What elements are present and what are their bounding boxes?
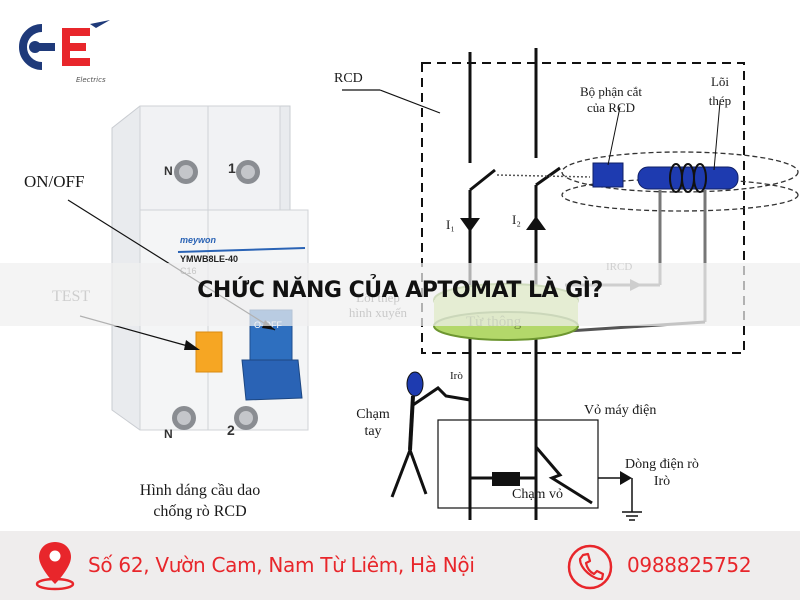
terminal-bottom-left-label: N: [164, 427, 173, 441]
leak-line-2: Irò: [653, 474, 671, 489]
logo: Electrics: [12, 18, 112, 88]
device-caption: Hình dáng cầu dao chống rò RCD: [100, 480, 300, 522]
touch-line-1: Chạm: [356, 407, 390, 422]
location-pin-icon: [35, 542, 75, 591]
brand-label: meywon: [180, 235, 217, 245]
terminal-bottom-right-label: 2: [227, 422, 235, 438]
steel-core-label: Lõi thép: [700, 72, 740, 110]
logo-mark-icon: [19, 20, 110, 70]
title-band: [0, 263, 800, 326]
phone-number[interactable]: 0988825752: [627, 553, 752, 577]
i2-label: I₂: [512, 212, 521, 227]
terminal-top-right-label: 1: [228, 160, 236, 176]
leak-current-label: Dòng điện rò Irò: [612, 456, 712, 490]
contact-footer: [0, 531, 800, 600]
page-title: CHỨC NĂNG CỦA APTOMAT LÀ GÌ?: [197, 278, 603, 303]
on-off-callout: ON/OFF: [24, 172, 85, 191]
i1-label: I₁: [446, 217, 455, 232]
trip-unit-line-2: của RCD: [586, 100, 636, 115]
caption-line-2: chống rò RCD: [153, 503, 247, 520]
phone-icon: [567, 544, 613, 590]
address-text[interactable]: Số 62, Vườn Cam, Nam Từ Liêm, Hà Nội: [88, 553, 475, 577]
terminal-top-left-label: N: [164, 164, 173, 178]
logo-subtitle: Electrics: [76, 76, 106, 84]
model-label: YMWB8LE-40: [180, 254, 239, 264]
hand-leak-label: Irò: [450, 370, 463, 382]
touch-hand-label: Chạm tay: [350, 406, 396, 440]
leak-line-1: Dòng điện rò: [625, 457, 699, 472]
core-line-1: Lõi: [710, 74, 730, 89]
trip-unit-label: Bộ phận cắt của RCD: [556, 84, 666, 116]
machine-case-label: Vỏ máy điện: [584, 403, 657, 418]
case-touch-label: Chạm vỏ: [512, 487, 563, 502]
rcd-label: RCD: [334, 71, 363, 86]
core-line-2: thép: [708, 93, 732, 108]
trip-unit-line-1: Bộ phận cắt: [579, 84, 643, 99]
touch-line-2: tay: [364, 424, 382, 439]
caption-line-1: Hình dáng cầu dao: [139, 482, 261, 499]
